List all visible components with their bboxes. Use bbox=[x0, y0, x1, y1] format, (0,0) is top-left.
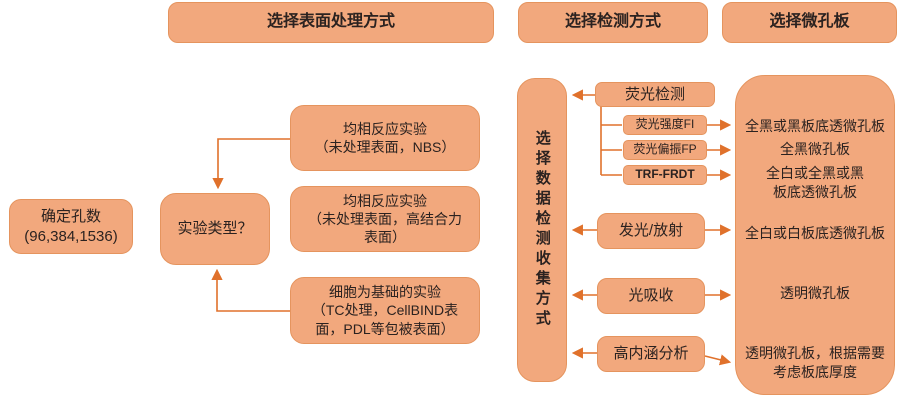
node-plate-recommendations: 全黑或黑板底透微孔板 全黑微孔板 全白或全黑或黑 板底透微孔板 全白或白板底透微… bbox=[735, 75, 895, 395]
node-trf-frdt: TRF-FRDT bbox=[623, 165, 707, 185]
plate-result-all-black: 全黑微孔板 bbox=[780, 141, 850, 157]
connector-option1-to-type bbox=[212, 138, 290, 190]
node-data-collection-method: 选择数据检测收集方式 bbox=[517, 78, 567, 382]
data-collection-label: 选择数据检测收集方式 bbox=[533, 130, 551, 330]
header-detection-method: 选择检测方式 bbox=[518, 2, 708, 43]
node-absorbance: 光吸收 bbox=[597, 278, 705, 314]
node-well-count: 确定孔数 (96,384,1536) bbox=[9, 199, 133, 254]
node-cell-based: 细胞为基础的实验 （TC处理，CellBIND表 面，PDL等包被表面） bbox=[290, 277, 480, 344]
connector-option3-to-type bbox=[211, 268, 290, 312]
node-luminescence-radiation: 发光/放射 bbox=[597, 213, 705, 249]
node-experiment-type: 实验类型？ bbox=[160, 193, 270, 265]
node-homogeneous-highbind: 均相反应实验 （未处理表面，高结合力 表面） bbox=[290, 186, 480, 252]
plate-result-clear: 透明微孔板 bbox=[780, 285, 850, 301]
header-surface-treatment: 选择表面处理方式 bbox=[168, 2, 494, 43]
header-microplate: 选择微孔板 bbox=[722, 2, 897, 43]
plate-result-white-black-clearbottom: 全白或全黑或黑 板底透微孔板 bbox=[766, 165, 864, 200]
node-fluorescence-detection: 荧光检测 bbox=[595, 82, 715, 107]
connector-hca-to-plate bbox=[704, 354, 732, 366]
plate-result-black-clearbottom: 全黑或黑板底透微孔板 bbox=[745, 118, 885, 134]
node-high-content-analysis: 高内涵分析 bbox=[597, 336, 705, 372]
node-fluorescence-polarization-fp: 荧光偏振FP bbox=[623, 140, 707, 160]
plate-result-white-clearbottom: 全白或白板底透微孔板 bbox=[745, 225, 885, 241]
plate-result-clear-bottom-thickness: 透明微孔板，根据需要 考虑板底厚度 bbox=[745, 345, 885, 380]
node-homogeneous-nbs: 均相反应实验 （未处理表面，NBS） bbox=[290, 105, 480, 171]
node-fluorescence-intensity-fi: 荧光强度FI bbox=[623, 115, 707, 135]
